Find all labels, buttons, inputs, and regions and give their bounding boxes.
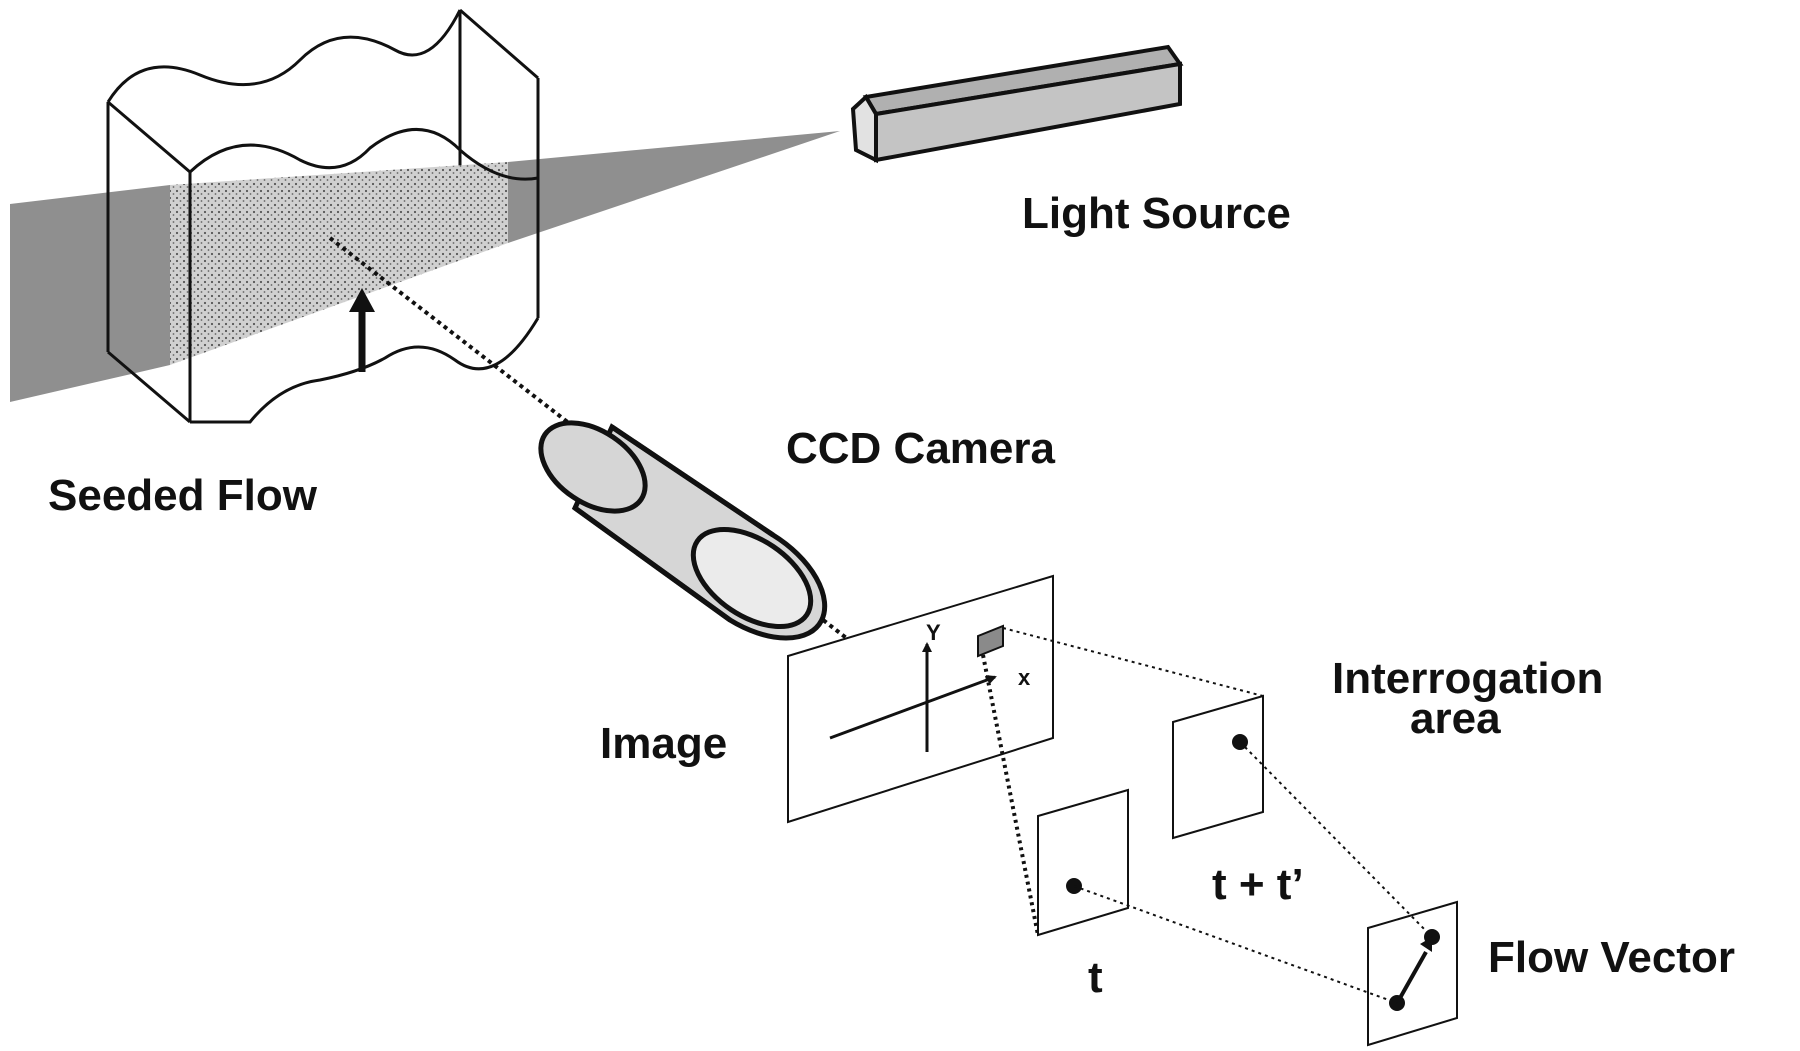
image-label: Image: [600, 719, 727, 768]
ccd-camera: [538, 420, 828, 641]
time-t-label: t: [1088, 953, 1103, 1002]
flow-channel-back: [106, 8, 539, 178]
flow-vector-label: Flow Vector: [1488, 933, 1735, 982]
correlation-lines: [1073, 741, 1433, 1004]
image-plane: [787, 574, 1054, 824]
frame-flow-vector: [1367, 900, 1458, 1047]
interrogation-label-line1: Interrogation: [1332, 654, 1603, 703]
interrogation-patch: [977, 624, 1004, 658]
light-source-label: Light Source: [1022, 189, 1291, 238]
laser-sheet-right: [508, 131, 840, 243]
light-source-bar: [850, 44, 1184, 164]
projection-lines: [981, 627, 1264, 936]
time-t-plus-label: t + t’: [1212, 860, 1304, 909]
x-axis-label: x: [1018, 665, 1031, 690]
flow-channel-front: [106, 78, 540, 424]
laser-sheet-left: [10, 185, 170, 402]
frame-t-plus: [1172, 694, 1264, 840]
flow-direction-arrow: [349, 288, 375, 372]
interrogation-label-line2: area: [1410, 694, 1501, 743]
ccd-camera-label: CCD Camera: [786, 424, 1056, 473]
x-axis-arrow: [829, 675, 997, 740]
frame-t: [1037, 788, 1129, 937]
y-axis-label: Y: [926, 620, 941, 645]
seeded-flow-label: Seeded Flow: [48, 471, 318, 520]
seeded-particles-region: [170, 162, 508, 365]
